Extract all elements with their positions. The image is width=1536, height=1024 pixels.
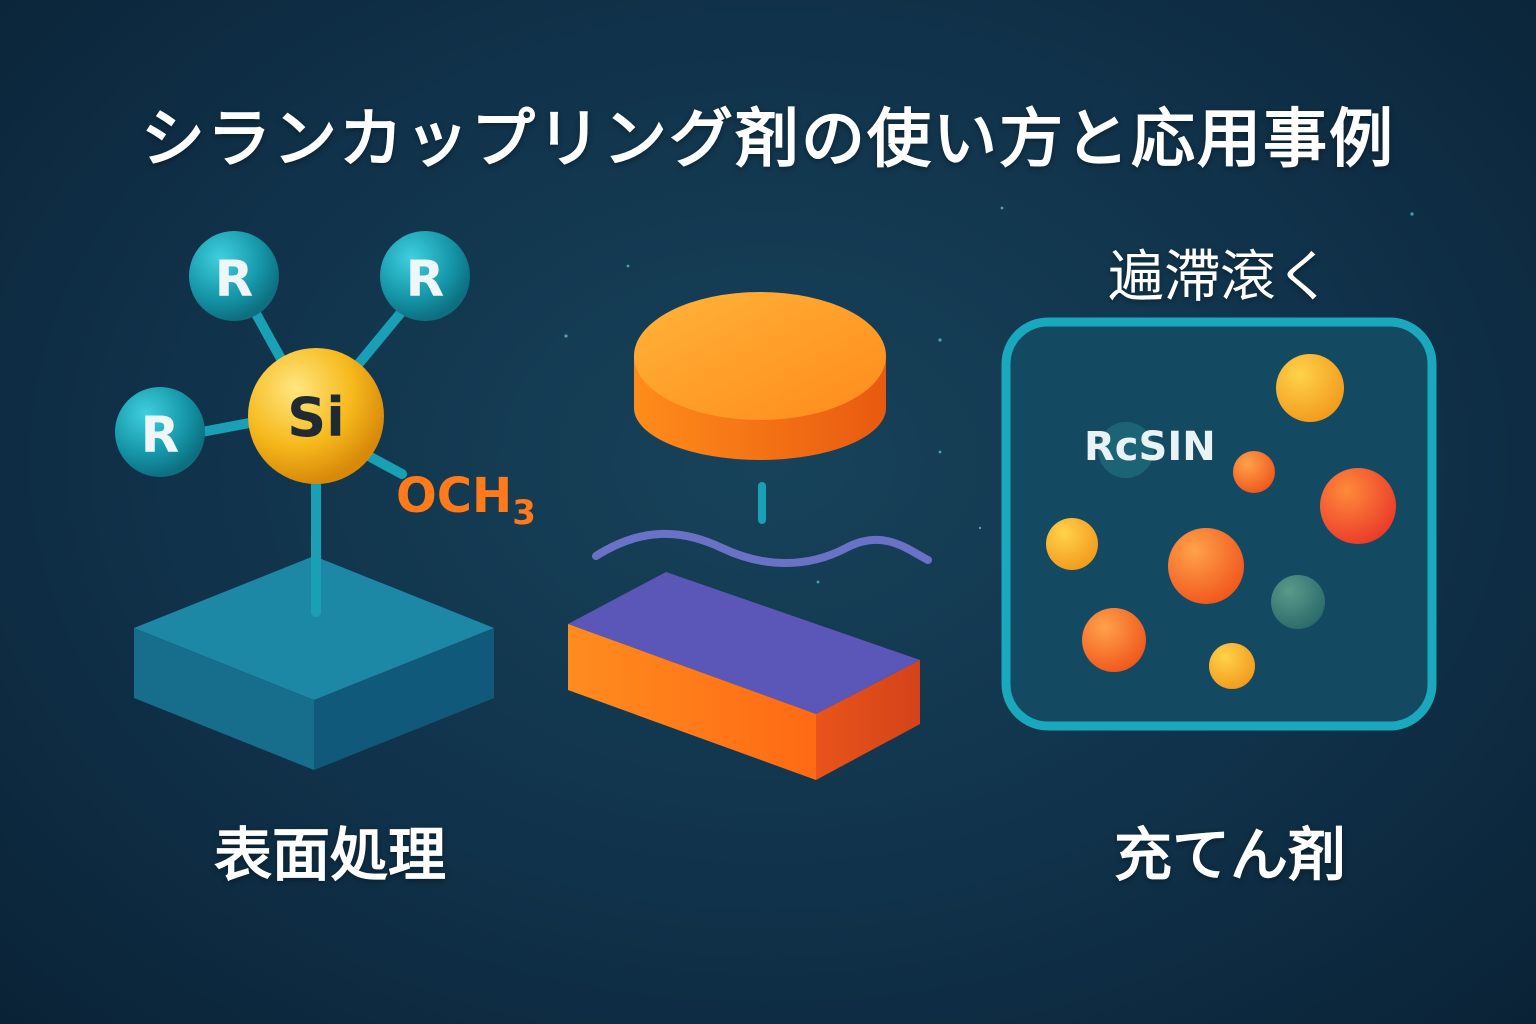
filler-particle xyxy=(1233,451,1275,493)
filler-particle xyxy=(1082,608,1146,672)
wave-line xyxy=(592,529,932,567)
r-group-top-left xyxy=(189,231,279,321)
coupling-figure xyxy=(568,292,932,780)
r-group-label-left: R xyxy=(141,406,180,464)
filler-particle xyxy=(1276,354,1344,422)
methoxy-label: OCH3 xyxy=(396,468,536,533)
substrate-left xyxy=(134,628,314,770)
silicon-label: Si xyxy=(287,386,344,449)
silicon-atom xyxy=(248,348,384,484)
block-side xyxy=(816,660,920,780)
resin-dot xyxy=(1098,422,1154,478)
methoxy-subscript: 3 xyxy=(512,493,536,533)
filler-particle xyxy=(1320,468,1396,544)
block-front xyxy=(568,624,816,780)
resin-figure: RcSIN xyxy=(1001,317,1437,731)
filler-particle xyxy=(1168,528,1244,604)
r-group-left xyxy=(115,387,205,477)
methoxy-main: OCH xyxy=(396,468,512,524)
page-title: シランカップリング剤の使い方と応用事例 xyxy=(141,103,1395,177)
r-group-top-right xyxy=(380,231,470,321)
surface-treatment-label: 表面処理 xyxy=(213,821,446,889)
filler-particle xyxy=(1209,643,1255,689)
filler-label: 充てん剤 xyxy=(1113,821,1346,889)
r-group-label-top-left: R xyxy=(215,250,254,308)
disk-top xyxy=(634,292,886,420)
block-top xyxy=(568,572,920,714)
surface-treatment-figure: R R R Si OCH3 xyxy=(115,231,536,770)
background-stars xyxy=(564,206,1414,584)
substrate-right xyxy=(314,628,494,770)
top-right-label: 遍滯滾く xyxy=(1108,245,1332,310)
resin-label: RcSIN xyxy=(1084,424,1216,470)
r-group-label-top-right: R xyxy=(406,250,445,308)
filler-particle xyxy=(1046,518,1098,570)
filler-particle xyxy=(1271,575,1325,629)
